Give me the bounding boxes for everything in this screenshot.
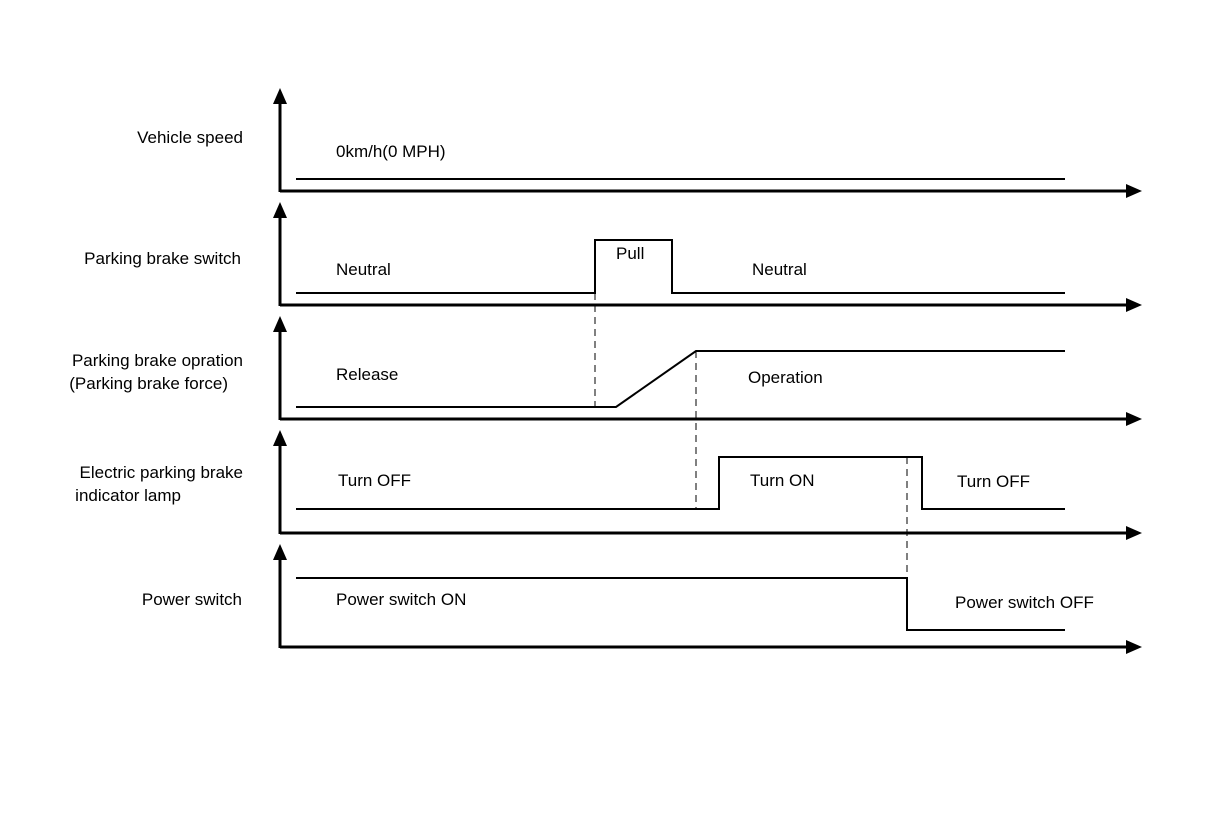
vehicle-speed-y-arrow <box>273 88 287 104</box>
indicator-lamp-state-off-2: Turn OFF <box>957 472 1030 491</box>
row-indicator-lamp: Electric parking brake indicator lamp Tu… <box>75 430 1142 540</box>
parking-brake-switch-y-arrow <box>273 202 287 218</box>
power-switch-state-on: Power switch ON <box>336 590 466 609</box>
vehicle-speed-state-0kmh: 0km/h(0 MPH) <box>336 142 446 161</box>
parking-brake-operation-label-line2: (Parking brake force) <box>69 374 228 393</box>
indicator-lamp-state-off-1: Turn OFF <box>338 471 411 490</box>
indicator-lamp-x-arrow <box>1126 526 1142 540</box>
vehicle-speed-x-arrow <box>1126 184 1142 198</box>
transition-guides <box>594 293 908 578</box>
indicator-lamp-label-line2: indicator lamp <box>75 486 181 505</box>
power-switch-y-arrow <box>273 544 287 560</box>
vehicle-speed-label: Vehicle speed <box>137 128 243 147</box>
parking-brake-operation-state-release: Release <box>336 365 398 384</box>
parking-brake-switch-waveform <box>296 239 1065 294</box>
parking-brake-switch-state-pull: Pull <box>616 244 644 263</box>
parking-brake-switch-state-neutral-2: Neutral <box>752 260 807 279</box>
parking-brake-switch-x-arrow <box>1126 298 1142 312</box>
row-parking-brake-operation: Parking brake opration (Parking brake fo… <box>69 316 1142 426</box>
parking-brake-operation-x-arrow <box>1126 412 1142 426</box>
parking-brake-operation-label-line1: Parking brake opration <box>72 351 243 370</box>
row-parking-brake-switch: Parking brake switch Neutral Pull Neutra… <box>84 202 1142 312</box>
power-switch-waveform <box>296 577 1065 631</box>
parking-brake-operation-y-arrow <box>273 316 287 332</box>
parking-brake-operation-waveform <box>296 350 1065 408</box>
indicator-lamp-y-arrow <box>273 430 287 446</box>
indicator-lamp-label-line1: Electric parking brake <box>80 463 243 482</box>
parking-brake-switch-state-neutral-1: Neutral <box>336 260 391 279</box>
parking-brake-switch-label: Parking brake switch <box>84 249 241 268</box>
row-power-switch: Power switch Power switch ON Power switc… <box>142 544 1142 654</box>
power-switch-label: Power switch <box>142 590 242 609</box>
power-switch-state-off: Power switch OFF <box>955 593 1094 612</box>
indicator-lamp-waveform <box>296 456 1065 510</box>
indicator-lamp-state-on: Turn ON <box>750 471 815 490</box>
parking-brake-operation-state-operation: Operation <box>748 368 823 387</box>
row-vehicle-speed: Vehicle speed 0km/h(0 MPH) <box>137 88 1142 198</box>
power-switch-x-arrow <box>1126 640 1142 654</box>
